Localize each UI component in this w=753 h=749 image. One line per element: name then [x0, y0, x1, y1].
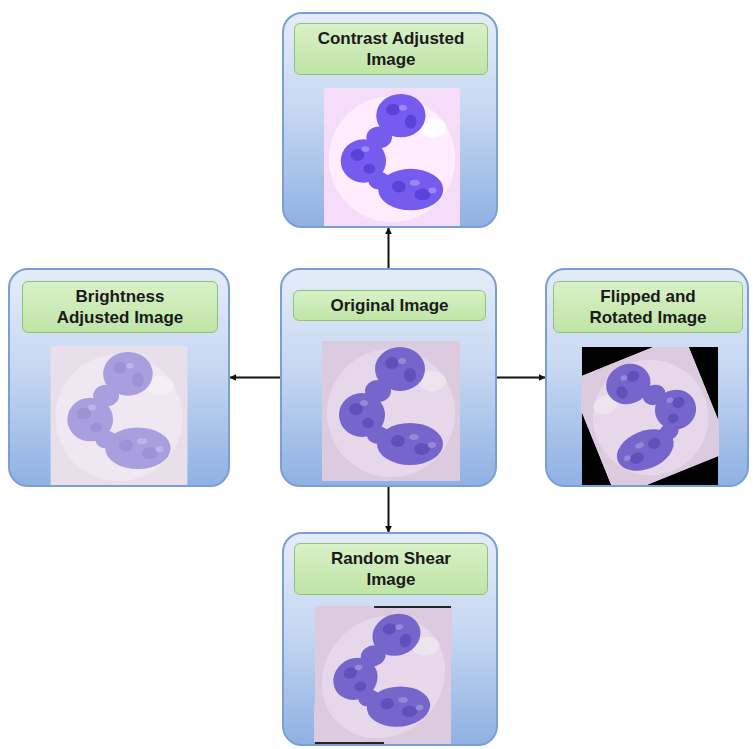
cell-image [314, 606, 452, 744]
arrow-connector [497, 377, 545, 379]
process-box: Original Image [280, 268, 497, 487]
cell-image [50, 346, 188, 485]
cell-image [323, 88, 461, 226]
arrow-connector [388, 228, 390, 268]
process-box: Random Shear Image [282, 532, 498, 746]
cell-image [322, 341, 460, 481]
arrow-connector [230, 377, 280, 379]
node-title: Random Shear Image [316, 548, 466, 590]
label-box: Brightness Adjusted Image [22, 281, 218, 333]
process-box: Flipped and Rotated Image [545, 268, 749, 487]
node-title: Flipped and Rotated Image [573, 286, 723, 328]
label-box: Contrast Adjusted Image [294, 23, 488, 75]
cell-image [581, 347, 719, 485]
label-box: Flipped and Rotated Image [553, 281, 743, 333]
arrow-connector [388, 487, 390, 532]
process-box: Contrast Adjusted Image [282, 12, 498, 228]
node-title: Brightness Adjusted Image [45, 286, 195, 328]
label-box: Random Shear Image [294, 543, 488, 595]
process-box: Brightness Adjusted Image [8, 268, 230, 487]
node-title: Contrast Adjusted Image [316, 28, 466, 70]
label-box: Original Image [293, 290, 486, 321]
node-title: Original Image [330, 295, 448, 316]
